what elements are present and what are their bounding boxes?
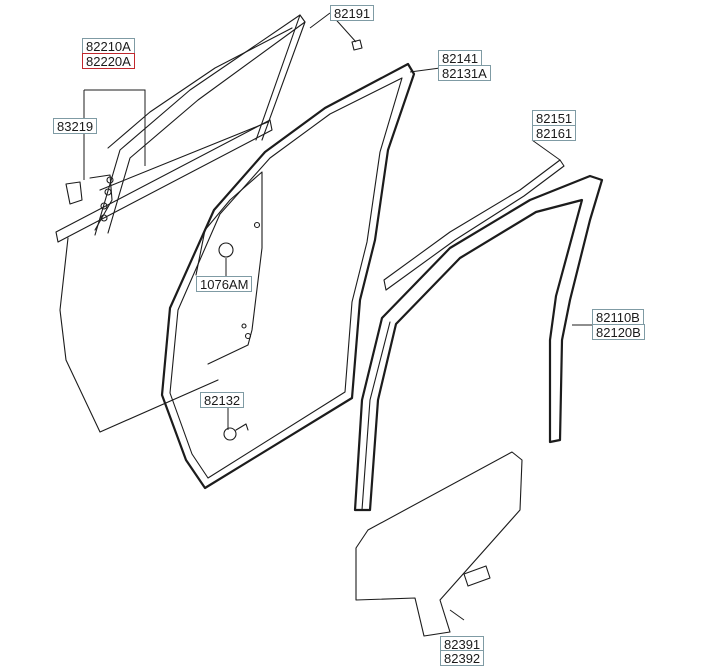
part-label-82120B[interactable]: 82120B — [592, 324, 645, 340]
part-label-82210A[interactable]: 82210A — [82, 38, 135, 54]
part-label-82191[interactable]: 82191 — [330, 5, 375, 21]
part-label-82131A[interactable]: 82131A — [438, 65, 491, 81]
run-channel-outer — [353, 159, 604, 512]
part-label-82161[interactable]: 82161 — [532, 125, 577, 141]
part-label-82392[interactable]: 82392 — [440, 650, 485, 666]
part-label-83219[interactable]: 83219 — [53, 118, 98, 134]
leader-lines — [83, 12, 595, 621]
part-label-1076AM[interactable]: 1076AM — [196, 276, 253, 292]
door-weatherstrip — [160, 62, 416, 490]
part-label-82132[interactable]: 82132 — [200, 392, 245, 408]
part-label-82151[interactable]: 82151 — [532, 110, 577, 126]
part-label-82391[interactable]: 82391 — [440, 636, 485, 652]
door-panel — [55, 14, 306, 433]
small-parts — [65, 39, 363, 441]
sealing-sheet — [355, 451, 523, 637]
part-label-82141[interactable]: 82141 — [438, 50, 483, 66]
part-label-82220A[interactable]: 82220A — [82, 53, 135, 69]
part-label-82110B[interactable]: 82110B — [592, 309, 644, 325]
